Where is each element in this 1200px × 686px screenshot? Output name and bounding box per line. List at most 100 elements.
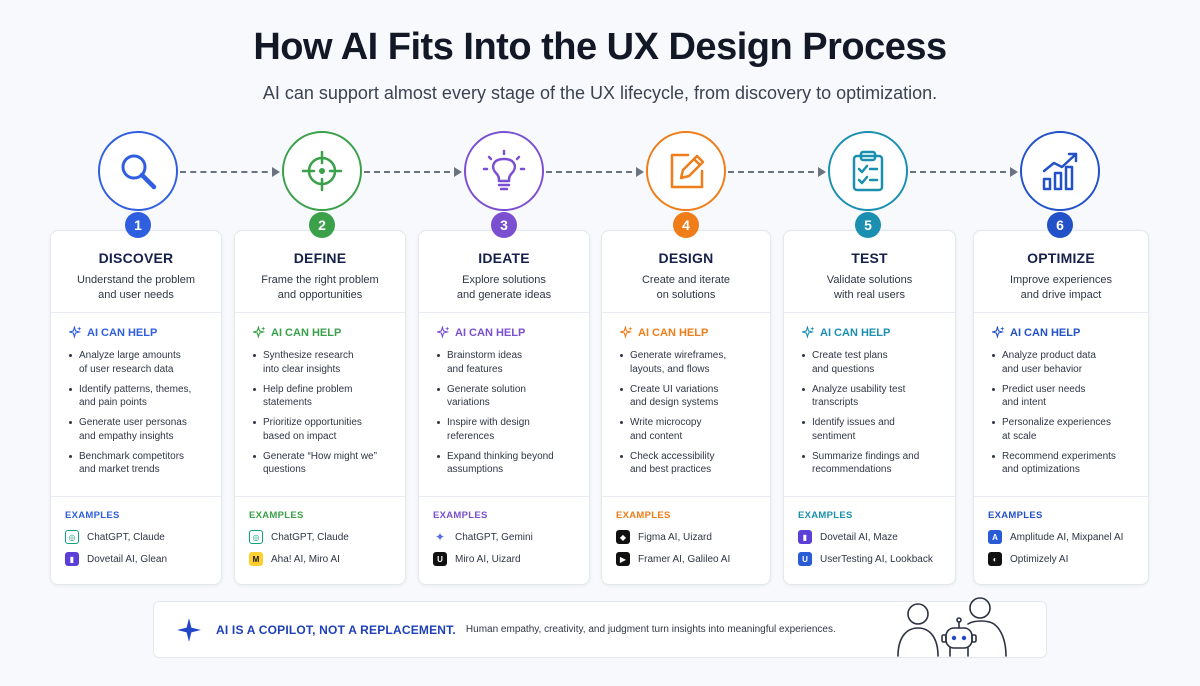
example-row: ◎ChatGPT, Claude: [249, 530, 405, 544]
list-item-line: Analyze large amounts: [79, 350, 181, 361]
stage-circle-optimize: [1020, 131, 1100, 211]
examples-heading: EXAMPLES: [616, 510, 671, 521]
example-row: ▮Dovetail AI, Glean: [65, 552, 221, 566]
stage-description-line: and opportunities: [277, 289, 363, 301]
example-row: ▶ Framer AI, Galileo AI: [616, 552, 770, 566]
list-item-line: assumptions: [447, 464, 504, 475]
sparkle-icon: [802, 326, 815, 339]
ai-can-help-label: AI CAN HELP: [87, 326, 158, 339]
magnifier-icon: [121, 154, 157, 190]
examples-heading: EXAMPLES: [433, 510, 488, 521]
divider: [235, 496, 405, 497]
copilot-banner: AI IS A COPILOT, NOT A REPLACEMENT. Huma…: [153, 597, 1047, 658]
stage-description-line: Frame the right problem: [261, 274, 379, 286]
ai-help-list: Analyze large amounts of user research da…: [69, 349, 211, 494]
ai-can-help-heading: AI CAN HELP: [253, 326, 405, 339]
copilot-label: AI IS A COPILOT, NOT A REPLACEMENT.: [216, 622, 456, 637]
list-item-line: Predict user needs: [1002, 383, 1086, 395]
dovetail-logo-icon: ▮: [798, 530, 812, 544]
figma-logo-icon: ◆: [616, 530, 630, 544]
example-tools: Miro AI, Uizard: [455, 553, 521, 565]
examples-heading: EXAMPLES: [65, 510, 120, 521]
example-row: ◐Optimizely AI: [988, 552, 1148, 566]
list-item-line: Analyze usability test: [812, 383, 906, 395]
list-item-line: of user research data: [79, 363, 174, 375]
stage-description-line: and generate ideas: [456, 289, 552, 301]
example-row: U Miro AI, Uizard: [433, 552, 589, 566]
stage-description-line: Understand the problem: [76, 274, 195, 286]
examples-heading: EXAMPLES: [988, 510, 1043, 521]
bar-chart-trend-icon: [1042, 152, 1078, 191]
example-row: ▮Dovetail AI, Maze: [798, 530, 955, 544]
list-item-line: Inspire with design: [447, 417, 530, 428]
stage-name: DESIGN: [658, 250, 714, 266]
example-tools: Framer AI, Galileo AI: [638, 553, 731, 565]
list-item-line: Generate user personas: [79, 417, 187, 428]
list-item-line: Check accessibility: [630, 450, 715, 462]
example-row: ◆ Figma AI, Uizard: [616, 530, 770, 544]
sparkle-icon: [177, 617, 201, 642]
stage-number-badge: 4: [673, 212, 699, 238]
example-tools: ChatGPT, Claude: [87, 531, 165, 543]
list-item: Check accessibility and best practices: [620, 450, 760, 477]
flow-arrow: [728, 167, 826, 177]
examples-heading: EXAMPLES: [798, 510, 853, 521]
list-item-line: sentiment: [812, 430, 856, 442]
openai-logo-icon: ◎: [65, 530, 79, 544]
flow-arrow: [180, 167, 280, 177]
dovetail-logo-icon: ▮: [65, 552, 79, 566]
example-tools: Figma AI, Uizard: [638, 531, 712, 543]
stage-description-line: and drive impact: [1020, 289, 1102, 301]
lightbulb-icon: [482, 149, 526, 191]
sparkle-icon: [620, 326, 633, 339]
uizard-logo-icon: U: [433, 552, 447, 566]
divider: [784, 496, 955, 497]
list-item: Analyze large amounts of user research da…: [69, 349, 211, 376]
list-item-line: Generate wireframes,: [630, 350, 727, 361]
example-tools: ChatGPT, Claude: [271, 531, 349, 543]
miro-logo-icon: M: [249, 552, 263, 566]
list-item-line: Create test plans: [812, 350, 888, 361]
framer-logo-icon: ▶: [616, 552, 630, 566]
list-item-line: Create UI variations: [630, 383, 719, 395]
page-subtitle: AI can support almost every stage of the…: [262, 83, 938, 103]
stage-circle-discover: [98, 131, 178, 211]
stage-name: DISCOVER: [98, 250, 174, 266]
pencil-square-icon: [670, 153, 705, 189]
flow-arrow: [546, 167, 644, 177]
examples-heading: EXAMPLES: [249, 510, 304, 521]
stage-name: TEST: [851, 250, 888, 266]
list-item-line: Generate “How might we”: [263, 450, 377, 462]
divider: [974, 496, 1148, 497]
ai-can-help-label: AI CAN HELP: [638, 326, 709, 339]
list-item-line: and best practices: [630, 464, 712, 475]
stage-name: OPTIMIZE: [1027, 250, 1095, 266]
stage-description-line: with real users: [834, 289, 905, 301]
divider: [51, 496, 221, 497]
usertesting-logo-icon: U: [798, 552, 812, 566]
example-row: ◎ ChatGPT, Claude: [65, 530, 221, 544]
amplitude-logo-icon: A: [988, 530, 1002, 544]
